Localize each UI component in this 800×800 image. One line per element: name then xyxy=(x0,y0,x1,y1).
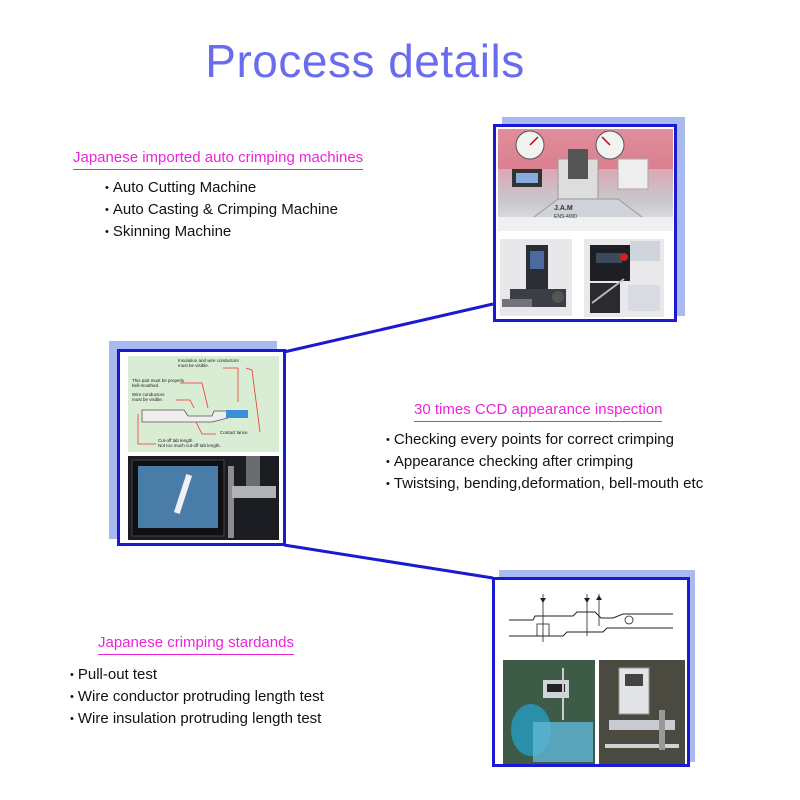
diagram-label-3: Wire conductors must be visible. xyxy=(132,392,165,402)
pull-out-test-photo xyxy=(503,660,595,764)
bullet-item: Pull-out test xyxy=(70,664,324,686)
diagram-label-5: Cut-off tab length Not too much cut-off … xyxy=(158,438,221,448)
section-title-crimping-machines: Japanese imported auto crimping machines xyxy=(73,149,364,170)
length-test-photo xyxy=(599,660,685,764)
connector-line-bottom xyxy=(283,543,494,580)
section-title-ccd-inspection: 30 times CCD appearance inspection xyxy=(414,401,663,422)
machine-brand-label: J.A.M xyxy=(554,205,573,212)
bullet-item: Wire conductor protruding length test xyxy=(70,686,324,708)
crimp-measurement-diagram xyxy=(503,586,685,650)
length-test-drawing xyxy=(599,660,685,764)
ccd-camera-photo xyxy=(128,456,279,540)
bullet-item: Wire insulation protruding length test xyxy=(70,708,324,730)
diagram-label-1: Insulation and wire conductors must be v… xyxy=(178,358,239,368)
crimping-machine-drawing xyxy=(498,129,673,231)
bullet-item: Skinning Machine xyxy=(105,221,338,243)
machine-model-label: ENS-4000 xyxy=(554,214,578,220)
pull-out-test-drawing xyxy=(503,660,595,764)
bullet-item: Twistsing, bending,deformation, bell-mou… xyxy=(386,473,703,495)
diagram-label-4: Contact lance xyxy=(220,430,248,435)
diagram-text: Insulation and wire conductors xyxy=(178,358,239,363)
skinning-machine-photo xyxy=(584,239,664,317)
bullet-list-ccd-inspection: Checking every points for correct crimpi… xyxy=(386,429,703,495)
casting-machine-photo xyxy=(500,239,572,316)
skinning-machine-drawing xyxy=(590,241,660,313)
section-title-crimping-standards: Japanese crimping stardands xyxy=(98,634,294,655)
ccd-camera-drawing xyxy=(131,456,276,538)
diagram-label-2: This part must be properly bell-mouthed. xyxy=(132,378,184,388)
crimp-inspection-diagram: Insulation and wire conductors must be v… xyxy=(128,356,279,452)
diagram-text: must be visible. xyxy=(178,363,210,368)
diagram-text: Wire conductors xyxy=(132,392,165,397)
diagram-text: Not too much cut-off tab length. xyxy=(158,443,221,448)
diagram-text: Cut-off tab length xyxy=(158,438,193,443)
bullet-item: Appearance checking after crimping xyxy=(386,451,703,473)
diagram-text: This part must be properly xyxy=(132,378,185,383)
page-title: Process details xyxy=(205,35,525,87)
crimping-machine-photo: J.A.M ENS-4000 xyxy=(498,129,673,231)
diagram-text: bell-mouthed. xyxy=(132,383,160,388)
machines-photo-frame: J.A.M ENS-4000 xyxy=(493,124,677,322)
bullet-item: Checking every points for correct crimpi… xyxy=(386,429,703,451)
standards-photo-frame xyxy=(492,577,690,767)
crimp-diagram-drawing xyxy=(137,367,261,445)
bullet-item: Auto Casting & Crimping Machine xyxy=(105,199,338,221)
diagram-text: must be visible. xyxy=(132,397,164,402)
bullet-list-crimping-standards: Pull-out test Wire conductor protruding … xyxy=(70,664,324,730)
connector-line-top xyxy=(283,302,494,354)
inspection-photo-frame: Insulation and wire conductors must be v… xyxy=(117,349,286,546)
crimp-measurement-drawing xyxy=(509,594,673,642)
bullet-item: Auto Cutting Machine xyxy=(105,177,338,199)
bullet-list-crimping-machines: Auto Cutting Machine Auto Casting & Crim… xyxy=(105,177,338,243)
casting-machine-drawing xyxy=(502,245,566,307)
